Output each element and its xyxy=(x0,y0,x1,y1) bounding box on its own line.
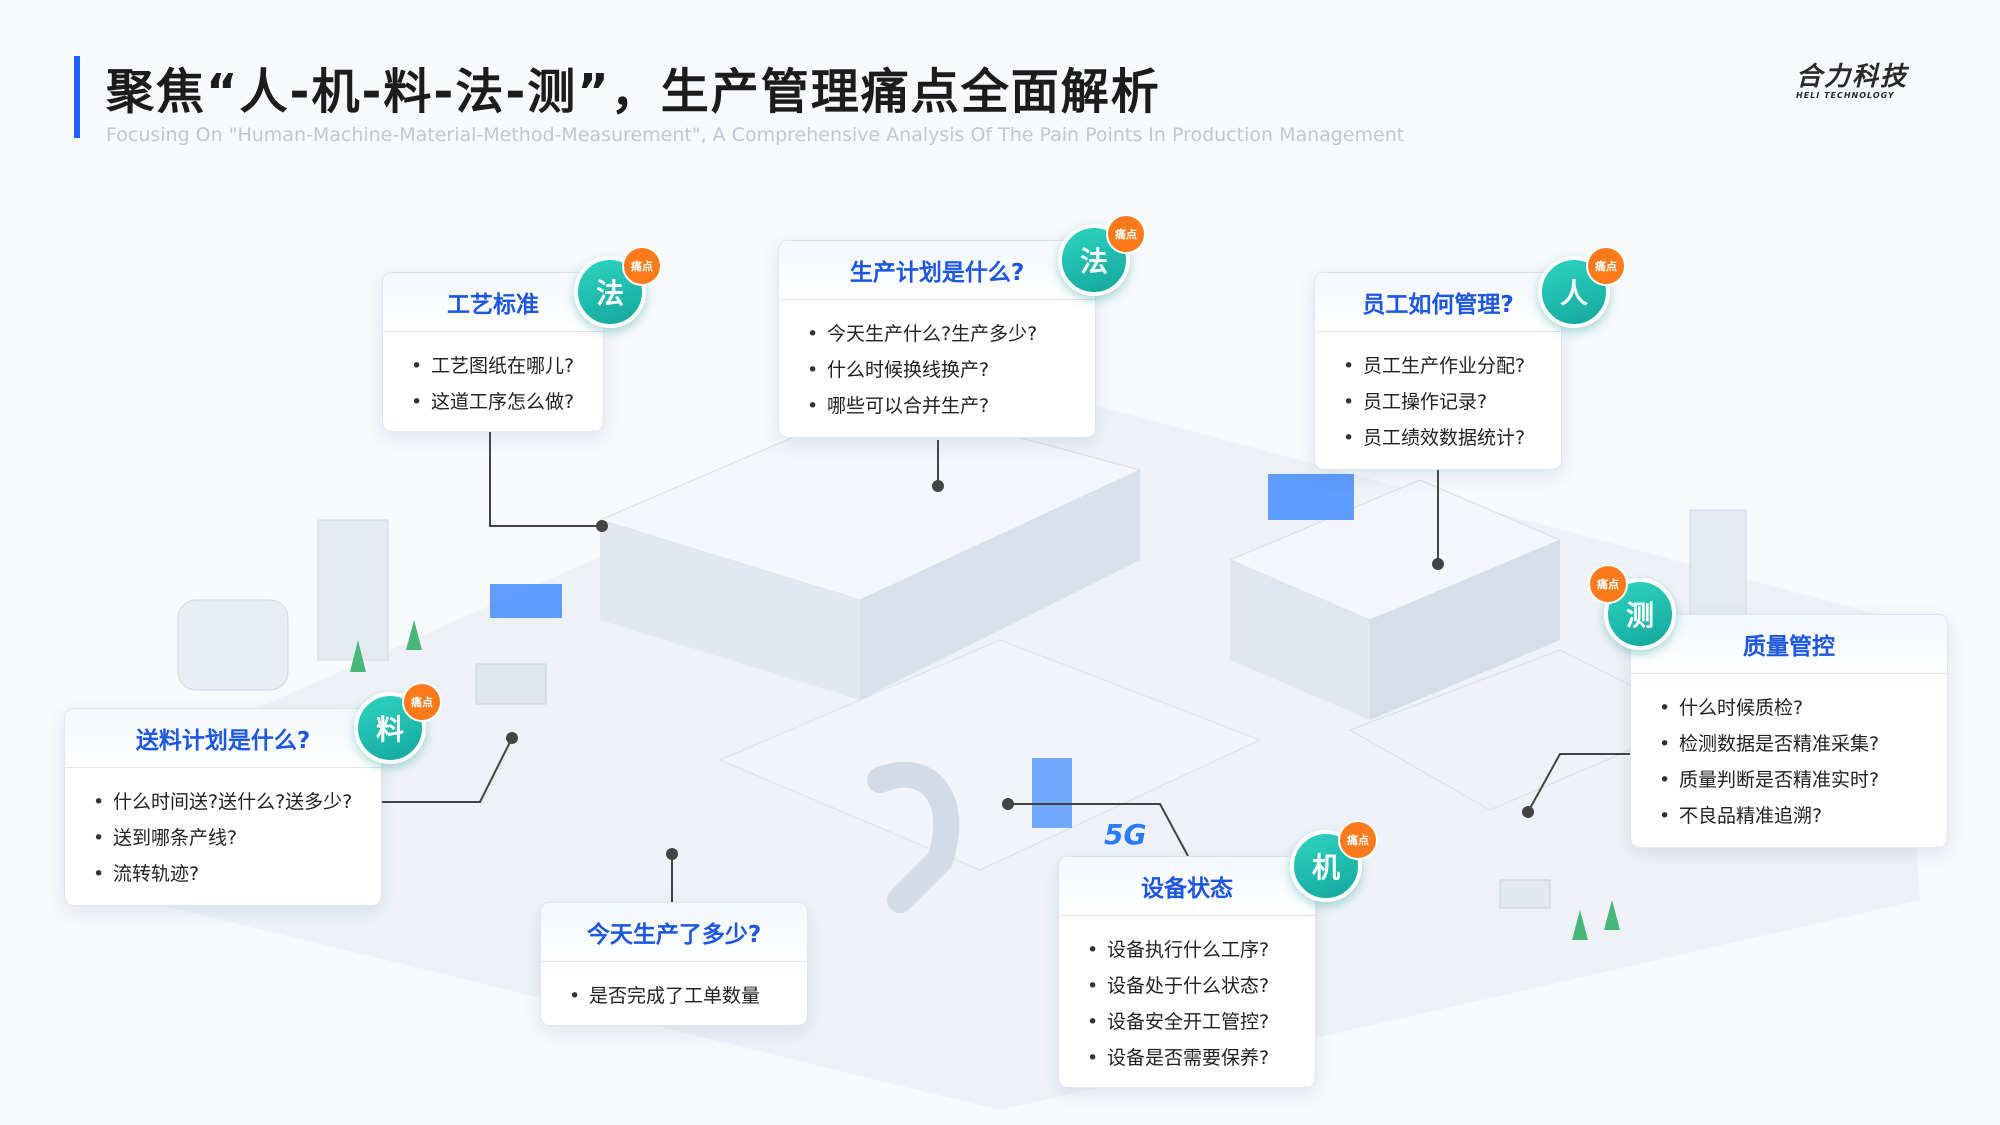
card-list: 工艺图纸在哪儿? 这道工序怎么做? xyxy=(383,332,603,432)
line-device xyxy=(1008,803,1189,857)
list-item: 不良品精准追溯? xyxy=(1659,798,1927,834)
screen-right xyxy=(1268,474,1354,520)
screen-center xyxy=(1032,758,1072,828)
card-title: 员工如何管理? xyxy=(1315,273,1561,332)
tower-right xyxy=(1689,509,1747,631)
logo-cn: 合力科技 xyxy=(1796,62,1909,92)
card-craft-standard: 工艺标准 工艺图纸在哪儿? 这道工序怎么做? xyxy=(382,272,604,432)
title-accent-bar xyxy=(74,56,80,138)
building-right-side xyxy=(1230,560,1370,720)
list-item: 哪些可以合并生产? xyxy=(807,388,1075,424)
list-item: 这道工序怎么做? xyxy=(411,384,583,420)
dot-quality xyxy=(1522,806,1534,818)
pain-point-tag: 痛点 xyxy=(622,246,662,286)
list-item: 质量判断是否精准实时? xyxy=(1659,762,1927,798)
dot-material xyxy=(506,732,518,744)
list-item: 员工操作记录? xyxy=(1343,384,1541,420)
building-left-side xyxy=(600,520,860,700)
list-item: 今天生产什么?生产多少? xyxy=(807,316,1075,352)
card-title: 质量管控 xyxy=(1631,615,1947,674)
card-title: 今天生产了多少? xyxy=(541,903,807,962)
logo-en: HELI TECHNOLOGY xyxy=(1796,91,1895,100)
building-left-front xyxy=(860,470,1140,700)
card-title: 工艺标准 xyxy=(383,273,603,332)
card-material-plan: 送料计划是什么? 什么时间送?送什么?送多少? 送到哪条产线? 流转轨迹? xyxy=(64,708,382,906)
dot-output xyxy=(666,848,678,860)
list-item: 设备安全开工管控? xyxy=(1087,1004,1295,1040)
label-5g: 5G xyxy=(1104,818,1147,851)
pain-point-tag: 痛点 xyxy=(402,682,442,722)
tree-3 xyxy=(1572,910,1588,940)
dot-staff xyxy=(1432,558,1444,570)
tower-left xyxy=(317,519,389,661)
screen-left xyxy=(490,584,562,618)
card-list: 什么时间送?送什么?送多少? 送到哪条产线? 流转轨迹? xyxy=(65,768,381,904)
card-quality-control: 质量管控 什么时候质检? 检测数据是否精准采集? 质量判断是否精准实时? 不良品… xyxy=(1630,614,1948,848)
card-list: 什么时候质检? 检测数据是否精准采集? 质量判断是否精准实时? 不良品精准追溯? xyxy=(1631,674,1947,846)
list-item: 员工生产作业分配? xyxy=(1343,348,1541,384)
line-material xyxy=(382,737,513,803)
card-title: 送料计划是什么? xyxy=(65,709,381,768)
dot-device xyxy=(1002,798,1014,810)
card-device-status: 设备状态 设备执行什么工序? 设备处于什么状态? 设备安全开工管控? 设备是否需… xyxy=(1058,856,1316,1088)
tree-1 xyxy=(406,620,422,650)
card-title: 生产计划是什么? xyxy=(779,241,1095,300)
pain-point-tag: 痛点 xyxy=(1586,246,1626,286)
card-list: 设备执行什么工序? 设备处于什么状态? 设备安全开工管控? 设备是否需要保养? xyxy=(1059,916,1315,1088)
conveyor xyxy=(867,761,960,913)
pain-point-tag: 痛点 xyxy=(1106,214,1146,254)
card-list: 今天生产什么?生产多少? 什么时候换线换产? 哪些可以合并生产? xyxy=(779,300,1095,436)
pain-point-tag: 痛点 xyxy=(1588,564,1628,604)
center-platform xyxy=(718,639,1262,871)
card-title: 设备状态 xyxy=(1059,857,1315,916)
card-production-plan: 生产计划是什么? 今天生产什么?生产多少? 什么时候换线换产? 哪些可以合并生产… xyxy=(778,240,1096,438)
truck-small xyxy=(1499,879,1551,909)
dot-craft xyxy=(596,520,608,532)
list-item: 什么时间送?送什么?送多少? xyxy=(93,784,361,820)
connector-lines xyxy=(382,430,1630,902)
list-item: 设备是否需要保养? xyxy=(1087,1040,1295,1076)
tree-4 xyxy=(1604,900,1620,930)
line-craft xyxy=(489,430,602,527)
truck xyxy=(475,663,547,705)
list-item: 检测数据是否精准采集? xyxy=(1659,726,1927,762)
card-list: 员工生产作业分配? 员工操作记录? 员工绩效数据统计? xyxy=(1315,332,1561,468)
card-list: 是否完成了工单数量 xyxy=(541,962,807,1026)
list-item: 设备处于什么状态? xyxy=(1087,968,1295,1004)
connector-dots xyxy=(506,480,1534,860)
building-cluster-left xyxy=(177,599,289,691)
badge-material: 料 xyxy=(354,692,426,764)
building-right-front xyxy=(1370,540,1560,720)
dot-plan xyxy=(932,480,944,492)
list-item: 送到哪条产线? xyxy=(93,820,361,856)
page-subtitle: Focusing On "Human-Machine-Material-Meth… xyxy=(106,124,1405,146)
company-logo: 合力科技 HELI TECHNOLOGY xyxy=(1796,56,1908,100)
list-item: 什么时候换线换产? xyxy=(807,352,1075,388)
card-daily-output: 今天生产了多少? 是否完成了工单数量 xyxy=(540,902,808,1026)
list-item: 设备执行什么工序? xyxy=(1087,932,1295,968)
list-item: 什么时候质检? xyxy=(1659,690,1927,726)
list-item: 工艺图纸在哪儿? xyxy=(411,348,583,384)
list-item: 是否完成了工单数量 xyxy=(569,978,787,1014)
tree-2 xyxy=(350,640,366,672)
list-item: 流转轨迹? xyxy=(93,856,361,892)
line-quality xyxy=(1527,753,1630,813)
list-item: 员工绩效数据统计? xyxy=(1343,420,1541,456)
pain-point-tag: 痛点 xyxy=(1338,820,1378,860)
card-staff-management: 员工如何管理? 员工生产作业分配? 员工操作记录? 员工绩效数据统计? xyxy=(1314,272,1562,470)
page-title: 聚焦“人-机-料-法-测”，生产管理痛点全面解析 xyxy=(106,64,1161,120)
